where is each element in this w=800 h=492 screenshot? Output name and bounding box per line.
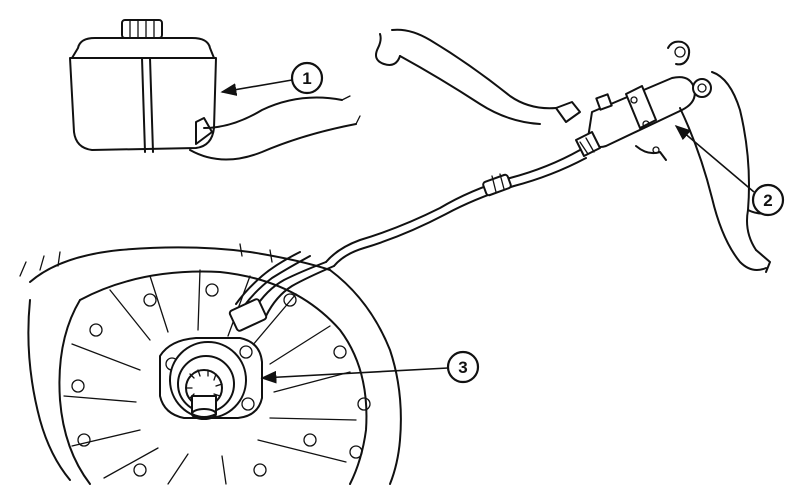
master-cylinder — [575, 40, 712, 161]
pedal-outline — [679, 71, 773, 273]
slave-cylinder — [159, 251, 335, 420]
callout-1-label: 1 — [302, 69, 311, 88]
hydraulic-pipe — [325, 149, 587, 267]
upper-body-outline — [375, 28, 581, 125]
callout-2: 2 — [674, 124, 785, 217]
callout-2-label: 2 — [763, 191, 772, 210]
bellhousing — [19, 243, 402, 485]
callout-1-circle — [290, 61, 324, 95]
callout-2-circle — [751, 183, 785, 217]
callout-3-label: 3 — [458, 358, 467, 377]
callout-3-circle — [446, 350, 480, 384]
callout-1: 1 — [220, 61, 324, 96]
fluid-reservoir — [69, 19, 361, 161]
callout-3: 3 — [260, 350, 480, 384]
